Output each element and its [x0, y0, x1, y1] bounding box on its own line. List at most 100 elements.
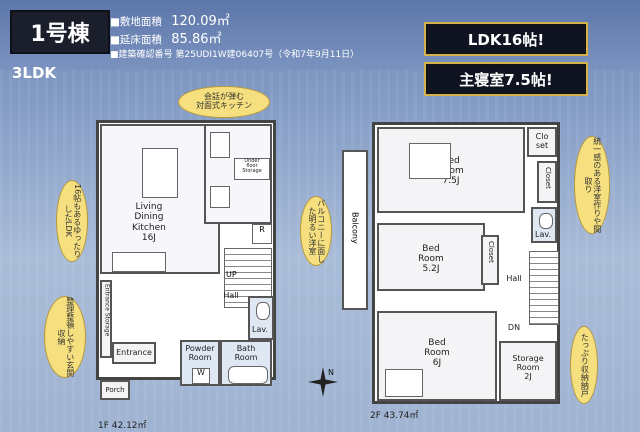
room-lav-1f: Lav. — [248, 296, 274, 340]
lav-label-1f: Lav. — [252, 325, 269, 334]
room-entrance-storage: Entrance Storage — [100, 280, 112, 358]
floor2-area: 2F 43.74㎡ — [370, 411, 419, 421]
room-porch: Porch — [100, 380, 130, 400]
bed2-label-2: Room — [418, 253, 444, 264]
bed3-label-1: Bed — [428, 338, 446, 348]
toilet-icon — [256, 302, 270, 320]
hall-label-1f: Hall — [223, 291, 239, 300]
callout-walkin: 統一感のある洋室作りや間取り — [574, 136, 610, 234]
room-storage-2f: Storage Room 2J — [499, 341, 557, 401]
sofa-icon — [112, 252, 166, 272]
balcony-label: Balcony — [350, 212, 360, 244]
room-entrance: Entrance — [112, 342, 156, 364]
ldk-label-2: Dining — [134, 212, 164, 223]
floor1-plan: Living Dining Kitchen 16J Under floor St… — [96, 120, 276, 408]
layout-type: 3LDK — [12, 64, 57, 82]
room-powder: Powder Room W — [180, 340, 220, 386]
room-bed1: Bed Room 7.5J — [377, 127, 525, 213]
hall-label-2f: Hall — [506, 274, 522, 283]
closet-1-label: Closet — [543, 167, 552, 189]
callout-storage-2f-text: たっぷり収納納戸 — [580, 333, 590, 397]
room-bed2: Bed Room 5.2J — [377, 223, 485, 291]
compass-icon: N — [308, 367, 338, 397]
room-hall-2f: Hall DN — [501, 255, 527, 331]
bathtub-icon — [228, 366, 268, 384]
sink-icon — [210, 186, 230, 208]
underfloor-storage: Under floor Storage — [234, 158, 270, 180]
toilet-2f-icon — [539, 213, 553, 229]
underfloor-label-2: floor — [246, 163, 258, 169]
powder-label-2: Room — [188, 352, 212, 362]
callout-walkin-text: 統一感のある洋室作りや間取り — [584, 137, 602, 233]
closet-top-label-2: set — [535, 140, 549, 150]
callout-storage-2f: たっぷり収納納戸 — [570, 326, 598, 404]
callout-ldk-text: 16帖もあるゆったりしたLDK — [64, 183, 82, 259]
ldk-label-1: Living — [135, 202, 163, 212]
powder-label-1: Powder — [185, 344, 215, 353]
floor1-area: 1F 42.12㎡ — [98, 421, 147, 431]
up-label: UP — [226, 270, 237, 279]
washer-icon: W — [192, 368, 210, 384]
stove-icon — [210, 132, 230, 158]
site-area-value: 120.09㎡ — [171, 14, 230, 29]
building-badge: 1号棟 — [10, 10, 110, 54]
building-number: 1号棟 — [30, 22, 90, 47]
callout-storage: 整理整頓しやすい玄関収納 — [44, 296, 86, 378]
floor-area-line: ■延床面積 85.86㎡ — [110, 28, 221, 47]
room-ldk: Living Dining Kitchen 16J — [100, 124, 220, 274]
bed1-label-1: Bed — [442, 156, 460, 166]
bed2-label-1: Bed — [422, 244, 440, 254]
entrance-storage-label: Entrance Storage — [103, 284, 111, 337]
floor-area-label: ■延床面積 — [110, 34, 162, 46]
floor2-plan: Bed Room 7.5J Clo set Closet Bed Room 5.… — [372, 122, 560, 404]
compass-label: N — [328, 368, 334, 377]
balcony: Balcony — [342, 150, 368, 310]
room-closet-top: Clo set — [527, 127, 557, 157]
closet-top-label-1: Clo — [535, 132, 549, 141]
closet-2-label: Closet — [486, 241, 495, 263]
room-closet-1: Closet — [537, 161, 557, 203]
site-area-line: ■敷地面積 120.09㎡ — [110, 10, 230, 29]
stairs-2f — [529, 251, 559, 325]
site-area-label: ■敷地面積 — [110, 16, 162, 28]
callout-ldk: 16帖もあるゆったりしたLDK — [56, 180, 88, 262]
bed3-size: 6J — [432, 357, 442, 368]
callout-storage-text: 整理整頓しやすい玄関収納 — [57, 297, 75, 377]
lav-label-2f: Lav. — [535, 230, 552, 239]
permit-label: ■建築確認番号 — [110, 50, 173, 60]
highlight-ldk: LDK16帖! — [424, 22, 588, 56]
storage-size: 2J — [524, 371, 532, 381]
permit-value: 第25UDI1W建06407号（令和7年9月11日） — [175, 50, 360, 60]
bed2-size: 5.2J — [422, 263, 440, 274]
permit-line: ■建築確認番号 第25UDI1W建06407号（令和7年9月11日） — [110, 47, 359, 60]
room-lav-2f: Lav. — [531, 207, 557, 243]
room-closet-2: Closet — [481, 235, 499, 285]
entrance-label: Entrance — [116, 348, 152, 357]
bath-label-2: Room — [234, 352, 258, 362]
ldk-size: 16J — [141, 233, 156, 244]
bed1-size: 7.5J — [442, 175, 460, 186]
callout-balcony-text: バルコニーに面した明るい洋室 — [308, 199, 326, 263]
room-hall-1f: Hall — [216, 280, 246, 340]
porch-label: Porch — [105, 386, 125, 394]
storage-label-2: Room — [516, 362, 540, 372]
bed3-bed-icon — [385, 369, 423, 397]
dn-label: DN — [507, 322, 521, 332]
fridge-label: R — [259, 225, 265, 234]
refrigerator-icon: R — [252, 224, 272, 244]
bed3-label-2: Room — [424, 347, 450, 358]
storage-label-1: Storage — [512, 354, 544, 363]
dining-table-icon — [142, 148, 178, 198]
underfloor-label-3: Storage — [242, 168, 262, 174]
bath-label-1: Bath — [236, 344, 256, 353]
floor-area-value: 85.86㎡ — [171, 32, 222, 47]
ldk-label-3: Kitchen — [132, 222, 166, 233]
callout-kitchen: 会話が弾む 対面式キッチン — [178, 86, 270, 118]
room-kitchen: Under floor Storage — [204, 124, 272, 224]
highlight-master-bedroom: 主寝室7.5帖! — [424, 62, 588, 96]
room-bed3: Bed Room 6J — [377, 311, 497, 401]
room-bath: Bath Room — [220, 340, 272, 386]
callout-balcony: バルコニーに面した明るい洋室 — [300, 196, 332, 266]
bed1-bed-icon — [409, 143, 451, 179]
underfloor-label-1: Under — [244, 158, 260, 164]
